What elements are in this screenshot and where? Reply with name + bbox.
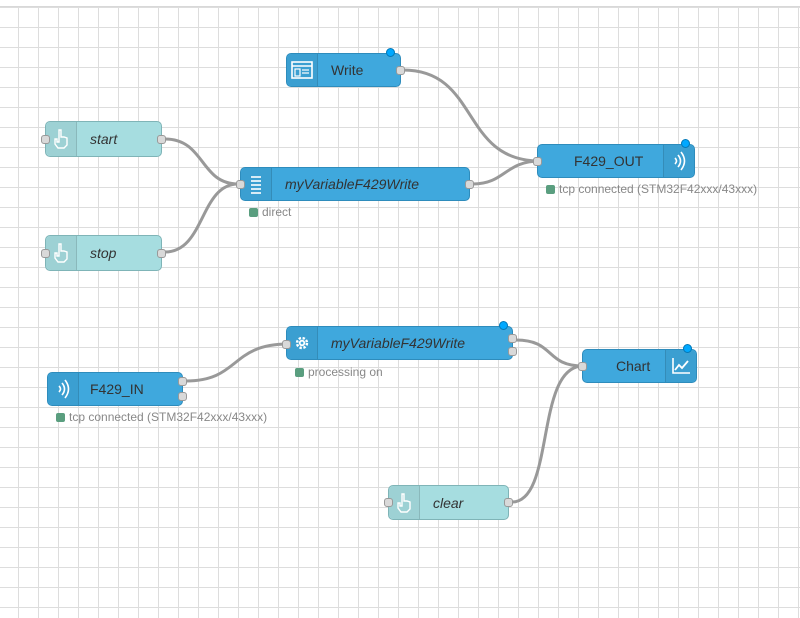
output-port[interactable]	[465, 180, 474, 189]
chart-node[interactable]: Chart	[578, 344, 697, 383]
changed-indicator	[499, 321, 508, 330]
node-label: clear	[433, 494, 464, 511]
wire-start-to-func[interactable]	[164, 137, 239, 186]
changed-indicator	[683, 344, 692, 353]
status-text: processing on	[308, 365, 383, 379]
node-label: F429_OUT	[574, 153, 644, 169]
input-port[interactable]	[578, 362, 587, 371]
process-variable-node[interactable]: myVariableF429Write	[282, 321, 517, 360]
output-port[interactable]	[157, 135, 166, 144]
input-port[interactable]	[41, 135, 50, 144]
wire-readfunc-to-chart[interactable]	[515, 338, 584, 368]
gear-icon	[287, 327, 318, 359]
wire-stop-to-func[interactable]	[164, 182, 239, 254]
output-port-2[interactable]	[178, 392, 187, 401]
hand-pointer-icon[interactable]	[389, 486, 420, 519]
input-port[interactable]	[533, 157, 542, 166]
f429-out-status: tcp connected (STM32F42xxx/43xxx)	[546, 182, 757, 196]
changed-indicator	[386, 48, 395, 57]
output-port[interactable]	[396, 66, 405, 75]
process-variable-status: processing on	[295, 365, 383, 379]
clear-inject-node[interactable]: clear	[384, 485, 513, 520]
canvas-top-border	[0, 0, 800, 7]
node-label: myVariableF429Write	[331, 335, 466, 351]
write-inject-node[interactable]: Write	[286, 48, 405, 87]
f429-in-status: tcp connected (STM32F42xxx/43xxx)	[56, 410, 267, 424]
hand-pointer-icon[interactable]	[46, 236, 77, 270]
list-icon	[241, 168, 272, 200]
status-dot	[56, 412, 65, 422]
status-text: direct	[262, 205, 292, 219]
f429-out-node[interactable]: F429_OUT	[533, 139, 695, 178]
input-port[interactable]	[282, 340, 291, 349]
output-port-1[interactable]	[178, 377, 187, 386]
start-inject-node[interactable]: start	[41, 121, 166, 157]
status-text: tcp connected (STM32F42xxx/43xxx)	[559, 182, 758, 196]
output-port-2[interactable]	[508, 347, 517, 356]
f429-in-node[interactable]: F429_IN	[47, 372, 187, 406]
node-label: Write	[331, 62, 364, 78]
output-port-1[interactable]	[508, 334, 517, 343]
node-label: stop	[90, 245, 117, 261]
wire-in-to-readfunc[interactable]	[185, 342, 289, 383]
input-port[interactable]	[236, 180, 245, 189]
output-port[interactable]	[504, 498, 513, 507]
status-dot	[295, 367, 304, 377]
node-label: Chart	[616, 358, 651, 374]
node-label: start	[90, 131, 118, 147]
write-variable-node[interactable]: myVariableF429Write	[236, 167, 474, 201]
hand-pointer-icon[interactable]	[46, 122, 77, 156]
signal-icon	[663, 145, 694, 177]
changed-indicator	[681, 139, 690, 148]
wire-clear-to-chart[interactable]	[511, 364, 584, 504]
input-port[interactable]	[41, 249, 50, 258]
write-variable-status: direct	[249, 205, 291, 219]
template-icon	[287, 54, 318, 86]
status-text: tcp connected (STM32F42xxx/43xxx)	[69, 410, 268, 424]
stop-inject-node[interactable]: stop	[41, 235, 166, 271]
status-dot	[249, 207, 258, 217]
node-label: myVariableF429Write	[285, 176, 420, 192]
wire-write-to-out[interactable]	[402, 68, 541, 163]
input-port[interactable]	[384, 498, 393, 507]
signal-icon	[48, 373, 79, 405]
status-dot	[546, 184, 555, 194]
output-port[interactable]	[157, 249, 166, 258]
chart-line-icon	[665, 350, 696, 382]
node-label: F429_IN	[90, 381, 144, 397]
wire-func-to-out[interactable]	[472, 159, 541, 186]
